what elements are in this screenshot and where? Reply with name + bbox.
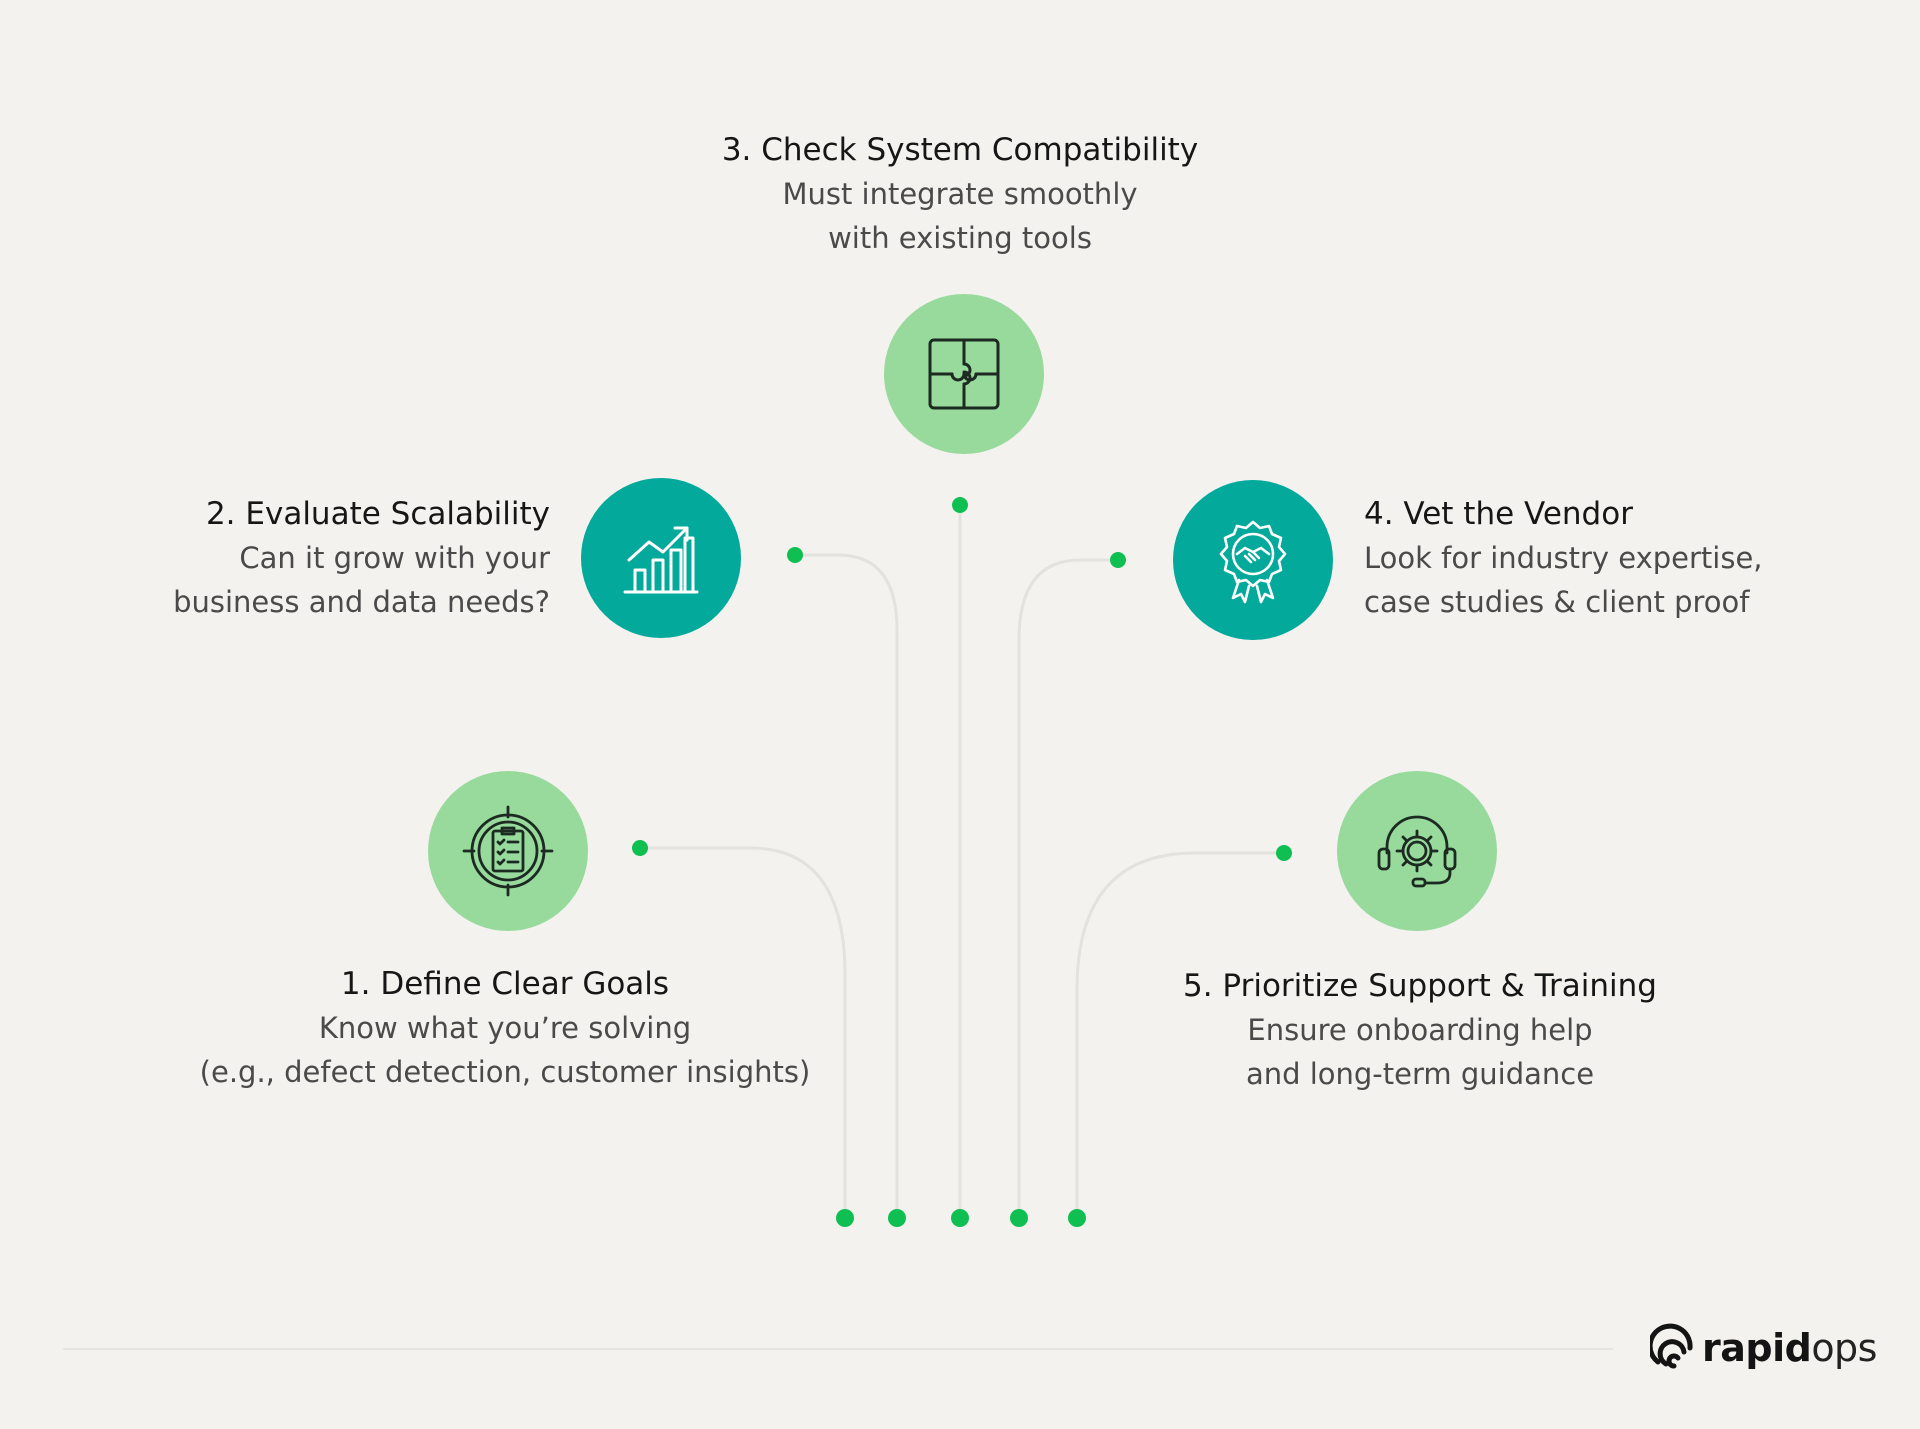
connector-dot-scalability-end (787, 547, 803, 563)
step-2-desc-line-1: Can it grow with your (239, 541, 550, 575)
step-5-desc-line-2: and long-term guidance (1245, 1057, 1595, 1091)
brand-wordmark: rapidops (1702, 1322, 1877, 1374)
step-4-circle (1173, 480, 1333, 640)
connector-dot-base-2 (888, 1209, 906, 1227)
brand-name-bold: rapid (1702, 1326, 1812, 1370)
step-1-desc-line-2: (e.g., defect detection, customer insigh… (199, 1055, 811, 1089)
connector-dot-vendor-end (1110, 552, 1126, 568)
connector-dot-base-5 (1068, 1209, 1086, 1227)
step-4-desc-line-2: case studies & client proof (1364, 585, 1750, 619)
step-3-desc-line-1: Must integrate smoothly (782, 177, 1138, 211)
step-1-circle (428, 771, 588, 931)
connector-dot-base-4 (1010, 1209, 1028, 1227)
brand-logo: rapidops (1650, 1322, 1877, 1374)
step-4-text: 4. Vet the Vendor Look for industry expe… (1364, 492, 1844, 624)
connector-dot-compatibility-end (952, 497, 968, 513)
footer-divider (63, 1348, 1613, 1350)
connector-line-4 (1017, 558, 1118, 1218)
step-1-text: 1. Define Clear Goals Know what you’re s… (175, 962, 835, 1094)
handshake-badge-icon (1219, 520, 1287, 604)
step-2-circle (581, 478, 741, 638)
step-5-desc-line-1: Ensure onboarding help (1247, 1013, 1593, 1047)
connector-dot-base-3 (951, 1209, 969, 1227)
connector-dot-goals-end (632, 840, 648, 856)
step-4-desc-line-1: Look for industry expertise, (1364, 541, 1763, 575)
step-4-title: 4. Vet the Vendor (1364, 496, 1633, 532)
connector-line-5 (1075, 851, 1284, 1218)
rapidops-logo-mark-icon (1650, 1323, 1693, 1369)
step-1-title: 1. Define Clear Goals (340, 966, 670, 1002)
growth-chart-icon (623, 526, 699, 594)
connector-line-2 (795, 553, 899, 1218)
step-3-title: 3. Check System Compatibility (721, 132, 1199, 168)
step-2-text: 2. Evaluate Scalability Can it grow with… (120, 492, 550, 624)
support-headset-icon (1377, 815, 1457, 888)
step-2-desc-line-2: business and data needs? (173, 585, 550, 619)
puzzle-icon (928, 338, 1000, 410)
target-checklist-icon (462, 805, 554, 897)
connector-dot-base-1 (836, 1209, 854, 1227)
step-1-desc-line-1: Know what you’re solving (318, 1011, 692, 1045)
step-3-circle (884, 294, 1044, 454)
step-3-desc-line-2: with existing tools (828, 221, 1092, 255)
step-5-circle (1337, 771, 1497, 931)
brand-name-light: ops (1811, 1326, 1877, 1370)
connector-line-1 (640, 846, 847, 1218)
step-3-text: 3. Check System Compatibility Must integ… (660, 128, 1260, 260)
connector-dot-support-end (1276, 845, 1292, 861)
step-2-title: 2. Evaluate Scalability (205, 496, 550, 532)
step-5-title: 5. Prioritize Support & Training (1183, 968, 1657, 1004)
step-5-text: 5. Prioritize Support & Training Ensure … (1140, 964, 1700, 1096)
